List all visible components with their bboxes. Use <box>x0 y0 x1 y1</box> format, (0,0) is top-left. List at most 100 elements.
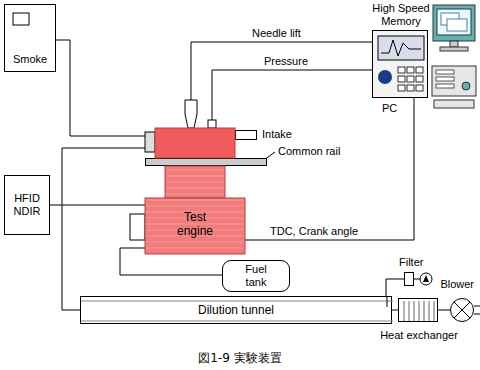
analyzer-box: HFID NDIR <box>4 175 50 235</box>
node-illustration <box>399 299 439 323</box>
shading <box>166 194 224 195</box>
drive-slot <box>436 77 454 81</box>
node-label: Filter <box>399 256 423 269</box>
heat-exchanger-fin <box>404 301 405 321</box>
meter-box <box>130 214 145 240</box>
shading <box>166 182 224 183</box>
heat-exchanger-fin <box>424 301 425 321</box>
drive-slot <box>436 84 454 88</box>
crankcase <box>145 198 245 254</box>
node-label: Dilution tunnel <box>81 304 391 317</box>
signal-label: TDC, Crank angle <box>268 225 360 237</box>
shading <box>166 176 224 177</box>
node-label: Common rail <box>278 145 340 158</box>
heat-exchanger-fin <box>409 301 410 321</box>
node-label: Blower <box>440 278 474 291</box>
node-illustration <box>432 4 476 112</box>
heat-exchanger-fin <box>429 301 430 321</box>
signal-line <box>56 40 145 136</box>
filter-box: Filter <box>404 272 414 286</box>
exhaust-port <box>145 132 155 152</box>
signal-line <box>386 279 404 296</box>
node-illustration <box>450 298 474 322</box>
signal-line <box>191 42 372 100</box>
signal-label: Needle lift <box>250 27 303 39</box>
monitor-stand <box>450 41 458 47</box>
pressure-sensor <box>208 120 216 128</box>
key <box>398 67 405 73</box>
key <box>416 67 423 73</box>
engine-illustration: Test engine <box>145 100 245 254</box>
waveform <box>381 40 421 56</box>
pump-symbol <box>420 273 432 285</box>
fuel-tank: Fuel tank <box>222 260 290 292</box>
signal-line <box>62 148 145 310</box>
tunnel-wall <box>81 321 393 322</box>
knob <box>378 70 392 84</box>
shading <box>166 170 224 171</box>
figure-caption: 図1-9 実験装置 <box>0 350 480 367</box>
meter-display <box>13 13 29 25</box>
sensor-lead <box>212 100 213 120</box>
key <box>407 85 414 91</box>
monitor <box>433 5 475 41</box>
blower-symbol: Blower <box>450 298 474 322</box>
shading <box>146 200 244 201</box>
instrument-box: Smoke <box>4 4 56 72</box>
heat-exchanger-fin <box>419 301 420 321</box>
intake-pipe: Intake <box>235 130 257 140</box>
signal-line <box>212 70 372 100</box>
blower-circle <box>451 299 474 322</box>
key <box>407 76 414 82</box>
monitor-screen <box>437 9 471 35</box>
signal-label: Pressure <box>262 55 310 67</box>
signal-line <box>438 310 450 311</box>
key <box>416 76 423 82</box>
common-rail-plate: Common rail <box>145 158 267 166</box>
recorder-box: High Speed Memory <box>372 30 428 98</box>
key <box>416 85 423 91</box>
drive-slot <box>436 70 454 74</box>
cylinder <box>165 166 225 198</box>
node-illustration <box>373 31 429 99</box>
key <box>407 67 414 73</box>
window <box>447 19 467 31</box>
blower-cross <box>454 302 470 318</box>
node-label: Heat exchanger <box>359 329 479 342</box>
shading <box>146 248 244 249</box>
pump-mark <box>423 275 429 282</box>
shading <box>166 188 224 189</box>
dilution-tunnel: Dilution tunnel <box>80 296 392 324</box>
node-label: Intake <box>262 128 292 141</box>
computer-icon: PC <box>432 4 476 112</box>
key <box>398 85 405 91</box>
shading <box>146 206 244 207</box>
key <box>398 76 405 82</box>
keyboard <box>434 100 474 108</box>
heat-exchanger-fin <box>434 301 435 321</box>
scope-screen <box>378 36 424 60</box>
node-label: Smoke <box>5 53 55 66</box>
pump-pipe <box>414 279 420 280</box>
outlet-pipe <box>474 306 480 307</box>
node-label: PC <box>382 102 397 115</box>
node-label: HFID NDIR <box>7 192 47 218</box>
heat-exchanger-box: Heat exchanger <box>398 298 438 322</box>
cylinder-head <box>155 128 235 158</box>
signal-line <box>245 98 414 240</box>
heat-exchanger-fin <box>414 301 415 321</box>
injector <box>185 100 197 128</box>
computer-case <box>432 66 476 96</box>
monitor-base <box>440 47 468 51</box>
signal-line <box>50 205 145 206</box>
node-label: High Speed Memory <box>365 2 437 28</box>
power-button <box>462 82 470 90</box>
node-label: Test engine <box>167 210 223 238</box>
shading <box>146 242 244 243</box>
node-label: Fuel tank <box>235 263 277 289</box>
outlet-pipe <box>474 314 480 315</box>
sampling-probe <box>387 296 388 307</box>
tunnel-wall <box>81 301 393 302</box>
